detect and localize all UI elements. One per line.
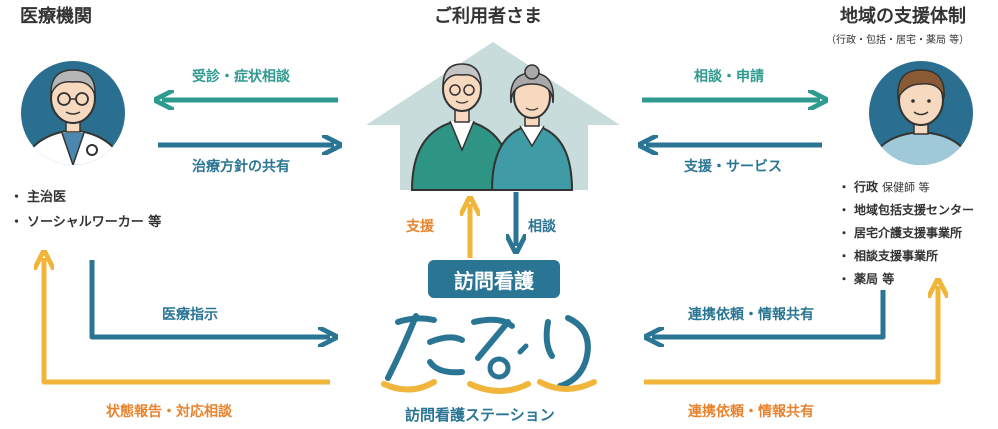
local-staff-avatar: [869, 61, 973, 165]
list-item: ・居宅介護支援事業所: [838, 226, 963, 240]
doctor-avatar: [21, 61, 125, 165]
label-support: 支援: [406, 219, 434, 235]
list-item: ・薬局 等: [838, 272, 895, 286]
local-support-list: ・行政保健師 等 ・地域包括支援センター ・居宅介護支援事業所 ・相談支援事業所…: [838, 178, 974, 293]
list-item: ・行政保健師 等: [838, 180, 930, 194]
medical-staff-list: ・主治医 ・ソーシャルワーカー 等: [10, 186, 161, 236]
label-consult-apply: 相談・申請: [694, 69, 764, 85]
arrow-cooperation-request-2: [644, 286, 938, 385]
station-name: 訪問看護ステーション: [405, 406, 555, 424]
label-consult: 相談: [528, 219, 556, 235]
arrow-cooperation-request-1: [652, 290, 886, 337]
list-item: ・地域包括支援センター: [838, 203, 975, 217]
label-status-report: 状態報告・対応相談: [106, 404, 232, 420]
local-support-subtitle: （行政・包括・居宅・薬局 等）: [826, 35, 970, 46]
visiting-nurse-badge: 訪問看護: [428, 260, 560, 298]
label-treatment-policy: 治療方針の共有: [192, 159, 290, 175]
arrow-status-report: [44, 258, 330, 385]
tayori-logo: [381, 313, 597, 394]
list-item: ・ソーシャルワーカー 等: [10, 215, 162, 230]
label-consult-symptoms: 受診・症状相談: [192, 69, 290, 85]
medical-institution-title: 医療機関: [20, 6, 92, 27]
local-support-title: 地域の支援体制: [840, 6, 966, 27]
label-cooperation-request-2: 連携依頼・情報共有: [688, 404, 814, 420]
arrow-medical-instruction: [89, 260, 330, 337]
label-medical-instruction: 医療指示: [162, 307, 218, 323]
list-item: ・主治医: [10, 190, 67, 205]
user-title: ご利用者さま: [434, 6, 542, 27]
label-cooperation-request-1: 連携依頼・情報共有: [688, 307, 814, 323]
label-support-service: 支援・サービス: [684, 159, 782, 175]
user-house-illustration: [366, 42, 620, 191]
list-item: ・相談支援事業所: [838, 249, 939, 263]
